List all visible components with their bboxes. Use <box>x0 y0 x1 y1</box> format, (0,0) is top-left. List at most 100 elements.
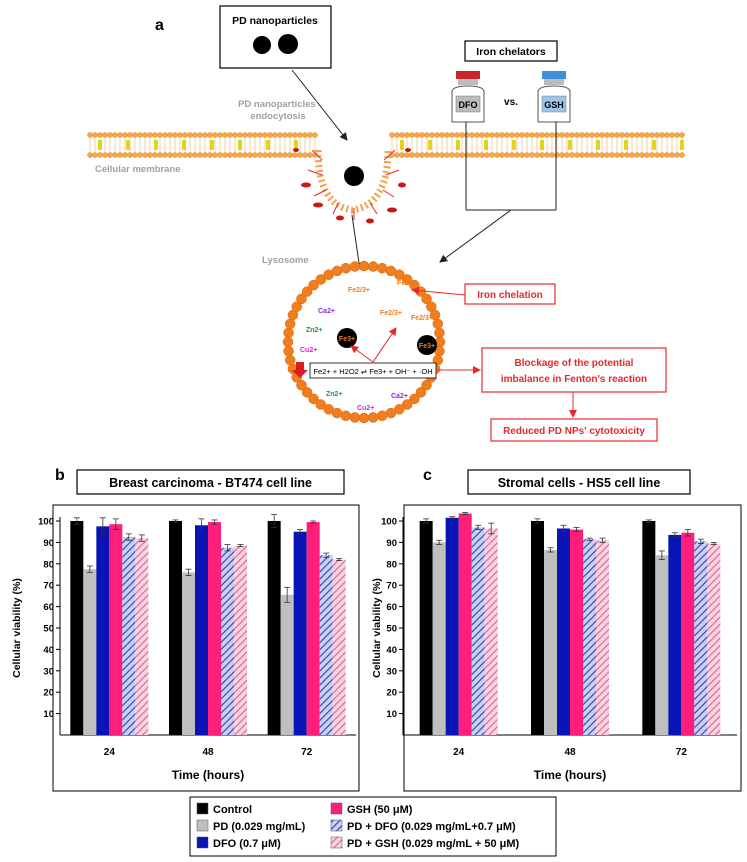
bar-dfo <box>96 526 110 735</box>
bar-pd-dfo <box>122 537 136 735</box>
iron-chelation-box <box>464 283 556 305</box>
x-tick-label: 48 <box>564 747 576 758</box>
bar-control <box>70 521 84 735</box>
gsh-bottle-icon <box>537 71 571 123</box>
bar-pd <box>544 549 557 735</box>
bar-pd-gsh <box>234 545 247 735</box>
bar-pd <box>655 555 669 735</box>
ions: Fe2/3+ Fe2/3+ Ca2+ Fe2/3+ Zn2+ Fe2/3+ Fe… <box>300 276 437 412</box>
legend-swatch <box>196 802 209 815</box>
chart-title-box <box>467 469 691 495</box>
reduced-cytotoxicity: Reduced PD NPs' cytotoxicity <box>503 426 645 437</box>
nanoparticle-icon <box>253 36 271 54</box>
bar-pd-dfo <box>221 547 234 735</box>
panel-c-letter: c <box>423 467 432 484</box>
legend-label: PD (0.029 mg/mL) <box>213 821 306 833</box>
bar-gsh <box>109 524 123 735</box>
bar-pd <box>432 542 446 735</box>
membrane-label: Cellular membrane <box>95 164 181 175</box>
y-tick-label: 60 <box>43 602 54 613</box>
legend-label: PD + DFO (0.029 mg/mL+0.7 μM) <box>347 821 516 833</box>
y-tick-label: 10 <box>386 709 397 720</box>
legend-swatch <box>196 836 209 849</box>
bar-control <box>419 521 433 735</box>
legend-label: PD + GSH (0.029 mg/mL + 50 μM) <box>347 838 520 850</box>
chelator-connectors <box>351 122 557 271</box>
blockage-line-1: Blockage of the potential <box>515 358 634 369</box>
legend-label: Control <box>213 804 252 816</box>
x-axis-label: Time (hours) <box>534 768 606 782</box>
bar-gsh <box>458 513 472 735</box>
panel-a-letter: a <box>155 17 164 34</box>
ion-fe23: Fe2/3+ <box>397 280 419 287</box>
y-tick-label: 50 <box>386 624 397 635</box>
bar-pd <box>83 569 97 735</box>
lysosome <box>282 260 446 424</box>
bar-gsh <box>570 529 583 735</box>
x-tick-label: 24 <box>104 747 116 758</box>
legend-swatch <box>330 802 343 815</box>
legend: Control GSH (50 μM) PD (0.029 mg/mL) PD + D… <box>196 802 520 850</box>
bar-control <box>531 521 544 735</box>
y-tick-label: 40 <box>43 645 54 656</box>
legend-label: GSH (50 μM) <box>347 804 413 816</box>
bar-pd-gsh <box>135 538 149 735</box>
panel-b-letter: b <box>55 467 65 484</box>
bar-pd <box>280 594 294 735</box>
ion-cu: Cu2+ <box>300 347 317 354</box>
bar-pd-gsh <box>707 543 721 735</box>
vs-label: vs. <box>504 97 518 108</box>
ion-cu: Cu2+ <box>357 405 374 412</box>
bar-gsh <box>681 532 695 735</box>
iron-chelation: Iron chelation <box>477 290 543 301</box>
y-tick-label: 40 <box>386 645 397 656</box>
chart-title: Breast carcinoma - BT474 cell line <box>109 476 312 490</box>
endocytosis-label-1: PD nanoparticles' <box>238 99 318 110</box>
y-tick-label: 90 <box>43 538 54 549</box>
y-tick-label: 20 <box>43 688 54 699</box>
nanoparticle-icon <box>278 34 298 54</box>
chelators-box <box>464 40 558 62</box>
ion-fe3: Fe3+ <box>339 336 355 343</box>
x-tick-label: 48 <box>202 747 214 758</box>
y-tick-label: 30 <box>43 666 54 677</box>
bar-dfo <box>668 534 682 735</box>
legend-swatch <box>330 819 343 832</box>
ion-fe3: Fe3+ <box>419 343 435 350</box>
np-box-title: PD nanoparticles <box>232 15 318 27</box>
y-axis-label: Cellular viability (%) <box>371 578 383 678</box>
x-axis-label: Time (hours) <box>172 768 244 782</box>
panel-a: a PD nanoparticles Iron chelators DFO vs… <box>87 5 685 442</box>
bar-pd-gsh <box>596 540 609 735</box>
bar-pd-gsh <box>332 559 346 735</box>
ion-fe23: Fe2/3+ <box>411 315 433 322</box>
ion-ca: Ca2+ <box>318 308 335 315</box>
endocytosis-label-2: endocytosis <box>250 111 305 122</box>
bar-pd-dfo <box>583 539 596 735</box>
bar-gsh <box>208 522 221 735</box>
bar-pd-dfo <box>319 555 333 735</box>
y-tick-label: 100 <box>381 517 397 528</box>
legend-swatch <box>330 836 343 849</box>
chart-title-box <box>76 469 345 495</box>
chart-b: Breast carcinoma - BT474 cell line 10 20 30… <box>11 469 360 792</box>
y-tick-label: 20 <box>386 688 397 699</box>
bottle-label-dfo: DFO <box>459 100 478 110</box>
bar-dfo <box>557 528 570 735</box>
cellular-membrane <box>87 132 685 158</box>
y-tick-label: 60 <box>386 602 397 613</box>
legend-label: DFO (0.7 μM) <box>213 838 281 850</box>
bar-pd-gsh <box>484 528 498 735</box>
blockage-box <box>481 347 667 393</box>
endocytosis-pocket <box>293 148 411 224</box>
chelators-title: Iron chelators <box>476 46 546 58</box>
fenton-reaction: Fe2+ + H2O2 ⇌ Fe3+ + OH⁻ + ·OH <box>313 367 432 376</box>
y-tick-label: 70 <box>386 581 397 592</box>
chart-title: Stromal cells - HS5 cell line <box>498 476 661 490</box>
bar-dfo <box>293 531 307 735</box>
bar-gsh <box>306 522 320 735</box>
x-tick-label: 24 <box>453 747 465 758</box>
bar-dfo <box>195 525 208 735</box>
bar-pd <box>182 572 195 735</box>
y-tick-label: 10 <box>43 709 54 720</box>
